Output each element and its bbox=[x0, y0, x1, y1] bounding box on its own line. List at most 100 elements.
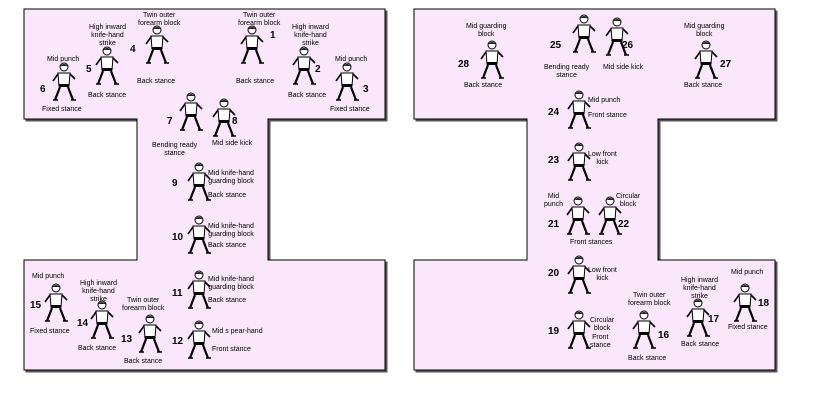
move-technique-label: Mid side kick bbox=[212, 140, 253, 147]
move-number: 19 bbox=[548, 326, 560, 337]
move-stance-label: Fixed stance bbox=[42, 106, 82, 113]
move-technique-label: Mid s pear-hand bbox=[212, 328, 263, 335]
move-number: 15 bbox=[30, 300, 42, 311]
move-technique-label: High inward knife-hand strike bbox=[681, 277, 718, 300]
move-stance-label: Fixed stance bbox=[30, 328, 70, 335]
move-stance-label: Back stance bbox=[288, 92, 327, 99]
move-number: 10 bbox=[172, 232, 184, 243]
move-number: 2 bbox=[315, 64, 321, 75]
move-number: 9 bbox=[172, 178, 178, 189]
move-stance-label: Front stance bbox=[588, 112, 627, 119]
move-stance-label: Back stance bbox=[78, 345, 117, 352]
move-number: 11 bbox=[172, 288, 183, 299]
move-stance-label: Back stance bbox=[208, 297, 247, 304]
move-technique-label: High inward knife-hand strike bbox=[89, 24, 126, 47]
move-stance-label: Back stance bbox=[208, 192, 247, 199]
move-number: 5 bbox=[86, 64, 92, 75]
move-technique-label: Mid punch bbox=[588, 97, 621, 104]
move-technique-label: Mid punch bbox=[335, 56, 368, 63]
move-stance-label: Bending ready stance bbox=[152, 142, 198, 157]
move-number: 16 bbox=[658, 330, 670, 341]
move-number: 22 bbox=[618, 219, 630, 230]
figure-left-2-icon bbox=[292, 46, 316, 85]
move-technique-label: Mid knife-hand guarding block bbox=[208, 170, 254, 185]
move-technique-label: Mid punch bbox=[544, 193, 564, 208]
figure-right-21-icon bbox=[566, 196, 590, 235]
move-stance-label: Bending ready stance bbox=[544, 64, 590, 79]
move-technique-label: Mid guarding block bbox=[466, 23, 507, 38]
move-technique-label: Circular block bbox=[590, 317, 615, 332]
move-stance-label: Front stances bbox=[570, 239, 613, 246]
move-technique-label: Twin outer forearm block bbox=[138, 12, 181, 27]
move-number: 28 bbox=[458, 59, 470, 70]
move-technique-label: Mid punch bbox=[32, 273, 65, 280]
move-technique-label: Mid knife-hand guarding block bbox=[208, 223, 254, 238]
move-number: 17 bbox=[708, 314, 720, 325]
move-technique-label: Mid knife-hand guarding block bbox=[208, 276, 254, 291]
figure-right-20-icon bbox=[567, 255, 591, 294]
move-number: 26 bbox=[622, 40, 634, 51]
figure-left-7-icon bbox=[179, 92, 203, 131]
figure-left-6-icon bbox=[52, 62, 76, 101]
move-stance-label: Back stance bbox=[464, 82, 503, 89]
move-number: 3 bbox=[363, 84, 369, 95]
move-stance-label: Back stance bbox=[208, 242, 247, 249]
move-stance-label: Back stance bbox=[88, 92, 127, 99]
move-stance-label: Back stance bbox=[681, 341, 720, 348]
move-number: 12 bbox=[172, 336, 184, 347]
move-technique-label: Low front kick bbox=[588, 267, 617, 282]
figure-right-23-icon bbox=[567, 142, 591, 181]
move-number: 21 bbox=[548, 219, 560, 230]
figure-left-1-icon bbox=[240, 25, 264, 64]
move-technique-label: Twin outer forearm block bbox=[238, 12, 281, 27]
move-number: 7 bbox=[167, 116, 173, 127]
figure-left-3-icon bbox=[335, 62, 359, 101]
move-number: 20 bbox=[548, 268, 560, 279]
move-technique-label: Low front kick bbox=[588, 151, 617, 166]
move-number: 25 bbox=[550, 40, 562, 51]
move-stance-label: Front stance bbox=[590, 334, 611, 349]
move-technique-label: High inward knife-hand strike bbox=[292, 24, 329, 47]
figure-right-24-icon bbox=[567, 90, 591, 129]
figure-left-12-icon bbox=[187, 320, 211, 359]
move-technique-label: Mid side kick bbox=[603, 64, 644, 71]
move-stance-label: Back stance bbox=[137, 78, 176, 85]
move-number: 27 bbox=[720, 59, 732, 70]
move-number: 1 bbox=[270, 30, 276, 41]
move-stance-label: Back stance bbox=[236, 78, 275, 85]
figure-left-11-icon bbox=[187, 270, 211, 309]
move-stance-label: Fixed stance bbox=[728, 324, 768, 331]
move-number: 4 bbox=[130, 44, 136, 55]
figure-right-25-icon bbox=[572, 14, 596, 53]
move-technique-label: High inward knife-hand strike bbox=[80, 280, 117, 303]
move-stance-label: Back stance bbox=[124, 358, 163, 365]
move-technique-label: Twin outer forearm block bbox=[628, 292, 671, 307]
move-number: 6 bbox=[40, 84, 46, 95]
figure-right-26-icon bbox=[605, 17, 629, 56]
move-stance-label: Front stance bbox=[212, 346, 251, 353]
figure-left-10-icon bbox=[187, 215, 211, 254]
move-number: 23 bbox=[548, 155, 560, 166]
move-number: 8 bbox=[232, 116, 238, 127]
figure-left-15-icon bbox=[44, 283, 68, 322]
figure-left-5-icon bbox=[95, 46, 119, 85]
figure-right-17-icon bbox=[686, 298, 710, 337]
figure-left-4-icon bbox=[145, 25, 169, 64]
move-number: 14 bbox=[77, 318, 89, 329]
figure-right-27-icon bbox=[694, 40, 718, 79]
move-stance-label: Back stance bbox=[684, 82, 723, 89]
figure-left-9-icon bbox=[187, 162, 211, 201]
figure-left-14-icon bbox=[90, 300, 114, 339]
move-stance-label: Fixed stance bbox=[330, 106, 370, 113]
figure-left-13-icon bbox=[138, 314, 162, 353]
move-number: 13 bbox=[121, 334, 133, 345]
move-number: 24 bbox=[548, 107, 560, 118]
move-stance-label: Back stance bbox=[628, 355, 667, 362]
move-number: 18 bbox=[758, 298, 770, 309]
move-technique-label: Circular block bbox=[616, 193, 641, 208]
figure-right-19-icon bbox=[567, 310, 591, 349]
move-technique-label: Mid punch bbox=[47, 56, 80, 63]
move-technique-label: Mid guarding block bbox=[684, 23, 725, 38]
figure-left-8-icon bbox=[212, 98, 236, 137]
